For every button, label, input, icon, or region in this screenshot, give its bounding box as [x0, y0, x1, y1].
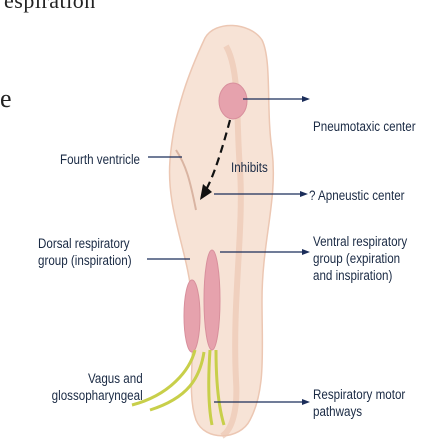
- ventral-label-line3: and inspiration): [313, 267, 407, 284]
- vagus-label-line1: Vagus and: [88, 370, 143, 387]
- pneumotaxic-leader-arrowhead: [302, 96, 310, 102]
- pneumotaxic-center-label: Pneumotaxic center: [313, 118, 416, 135]
- ventral-label-line2: group (expiration: [313, 250, 407, 267]
- motor-label-line1: Respiratory motor: [313, 386, 405, 403]
- vagus-glossopharyngeal-label: Vagus and glossopharyngeal: [88, 370, 143, 404]
- vagus-label-line2: glossopharyngeal: [48, 387, 142, 404]
- motor-label-line2: pathways: [313, 403, 405, 420]
- ventral-leader-arrowhead: [302, 249, 310, 255]
- motor-leader-arrowhead: [302, 399, 310, 405]
- fourth-ventricle-label: Fourth ventricle: [60, 151, 140, 168]
- dorsal-respiratory-group-label: Dorsal respiratory group (inspiration): [38, 235, 132, 269]
- dorsal-label-line1: Dorsal respiratory: [38, 235, 132, 252]
- apneustic-leader-arrowhead: [300, 191, 308, 197]
- pneumotaxic-center: [219, 83, 247, 119]
- respiratory-motor-pathways-label: Respiratory motor pathways: [313, 386, 405, 420]
- inhibits-label: Inhibits: [231, 159, 268, 176]
- brainstem-illustration: [170, 25, 274, 435]
- ventral-respiratory-group-label: Ventral respiratory group (expiration an…: [313, 233, 407, 284]
- dorsal-respiratory-group: [184, 280, 200, 352]
- dorsal-label-line2: group (inspiration): [38, 252, 132, 269]
- apneustic-center-label: ? Apneustic center: [309, 187, 405, 204]
- ventral-respiratory-group: [204, 250, 220, 350]
- ventral-label-line1: Ventral respiratory: [313, 233, 407, 250]
